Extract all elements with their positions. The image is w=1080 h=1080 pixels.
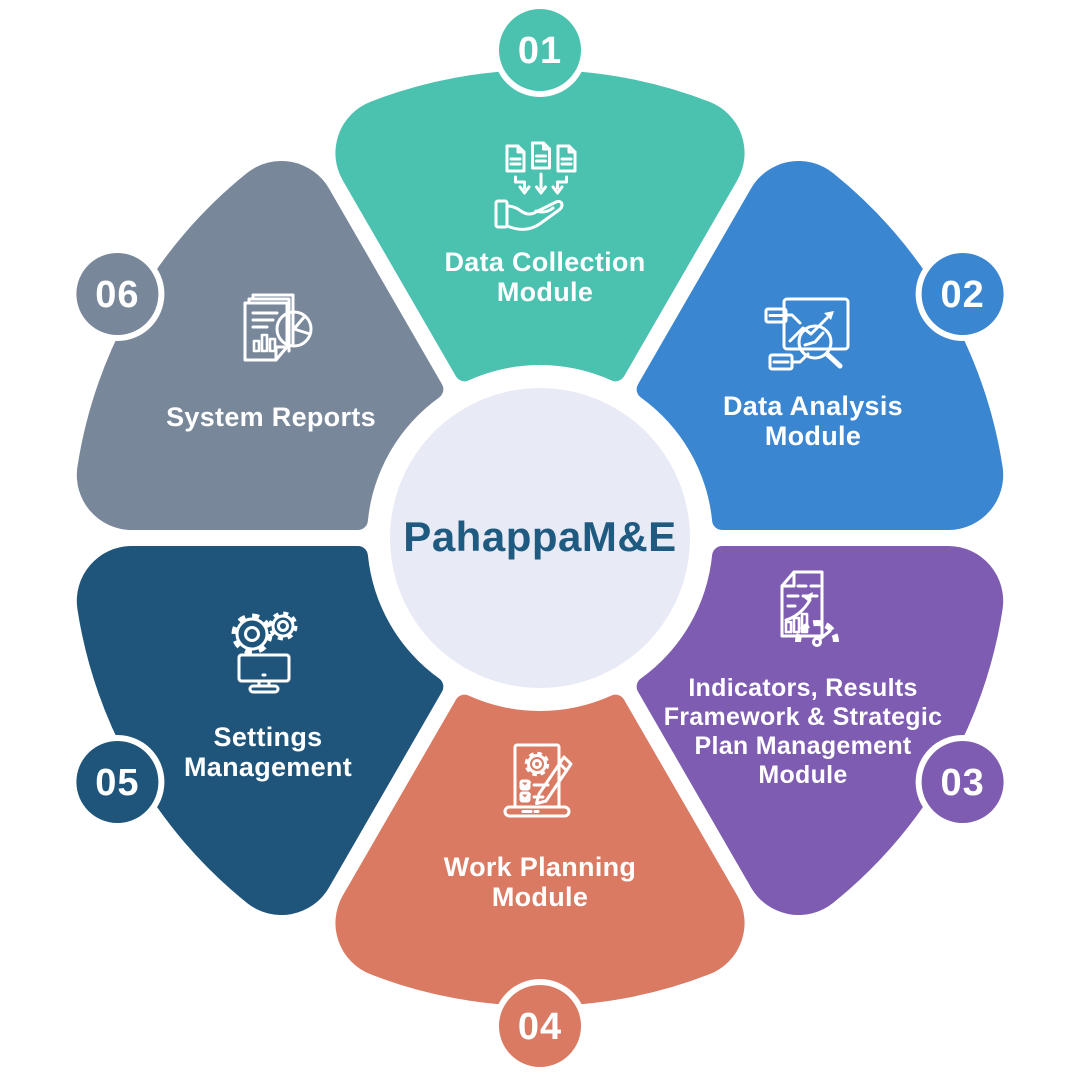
badge-02-disc xyxy=(921,253,1004,335)
petal-02-label: Data Analysis Module xyxy=(723,390,903,451)
badge-06: 06 xyxy=(70,247,165,341)
petal-03-label: Indicators, Results Framework & Strategi… xyxy=(663,674,943,789)
indicators-gauge-icon xyxy=(780,570,839,647)
work-planning-icon xyxy=(503,743,573,818)
petal-03 xyxy=(636,545,1004,916)
badge-05-disc xyxy=(76,741,159,823)
petal-01-label: Data Collection Module xyxy=(444,246,646,307)
petal-01 xyxy=(335,69,745,382)
petal-04 xyxy=(335,694,745,1007)
badge-03-number: 03 xyxy=(940,762,984,804)
data-collection-icon xyxy=(494,141,577,231)
petal-05 xyxy=(76,545,444,916)
badge-04-disc xyxy=(499,985,581,1067)
badge-03-disc xyxy=(921,741,1004,823)
settings-gears-icon xyxy=(231,611,298,694)
badge-04-number: 04 xyxy=(518,1006,562,1048)
data-analysis-icon xyxy=(764,297,850,371)
petal-02 xyxy=(636,160,1004,531)
petal-06-label: System Reports xyxy=(166,401,376,432)
badge-01-disc xyxy=(499,9,581,91)
badge-06-number: 06 xyxy=(95,274,139,316)
badge-01: 01 xyxy=(493,3,587,97)
badge-02: 02 xyxy=(915,247,1010,341)
badge-03: 03 xyxy=(915,735,1010,829)
badge-01-number: 01 xyxy=(518,30,562,72)
center-circle xyxy=(390,388,690,688)
petal-04-label: Work Planning Module xyxy=(443,851,637,912)
badge-06-disc xyxy=(76,253,159,335)
center-title: PahappaM&E xyxy=(403,513,677,560)
badge-05-number: 05 xyxy=(95,762,139,804)
system-reports-icon xyxy=(243,293,313,362)
petals xyxy=(76,69,1004,1007)
badge-05: 05 xyxy=(70,735,165,829)
petal-05-label: Settings Management xyxy=(183,721,353,782)
badge-04: 04 xyxy=(493,979,587,1073)
badge-02-number: 02 xyxy=(940,274,984,316)
